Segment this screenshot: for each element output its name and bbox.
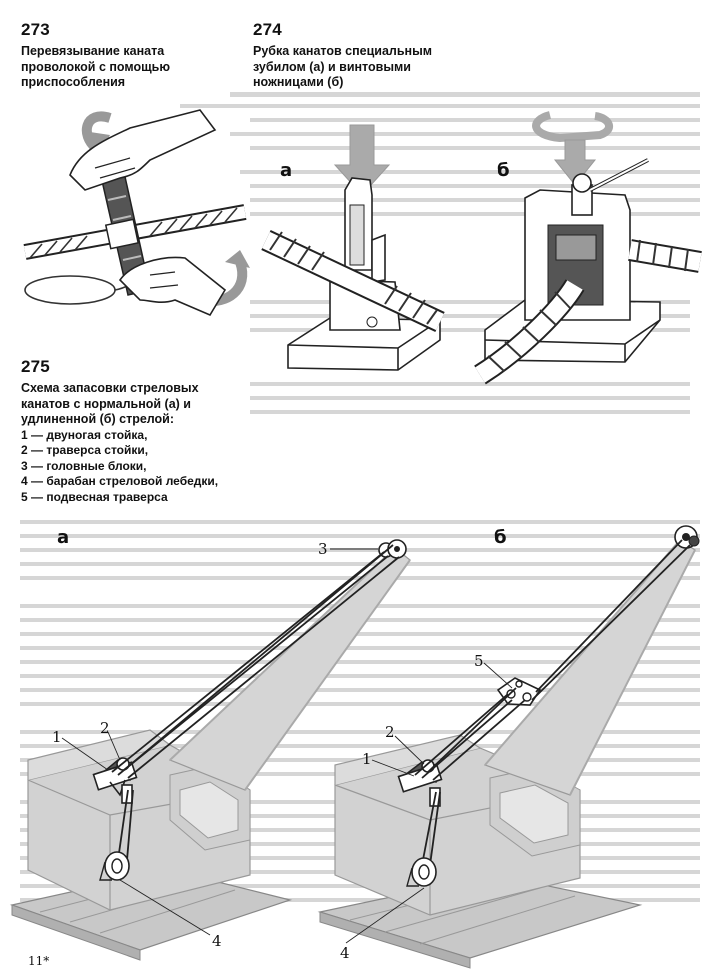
callout-1-a: 1	[52, 728, 62, 746]
fig273-caption: Перевязывание каната проволокой с помощь…	[21, 44, 171, 89]
crane-b: 1 2 5 4	[317, 525, 700, 969]
callout-4-b: 4	[340, 944, 350, 962]
legend-item: 3 — головные блоки,	[21, 458, 147, 473]
fig274-label-a: а	[280, 160, 293, 181]
down-arrow-icon	[553, 139, 597, 186]
callout-4-a: 4	[212, 932, 222, 950]
down-arrow-icon	[333, 124, 391, 196]
rotation-arrow-icon	[532, 111, 613, 143]
callout-2-b: 2	[385, 723, 395, 741]
fig275-label-b: б	[494, 527, 507, 548]
screw-shears-assembly	[474, 111, 702, 385]
fig274-label-b: б	[497, 160, 510, 181]
fig275-number: 275	[21, 357, 50, 376]
fig275-caption: Схема запасовки стреловых канатов с норм…	[21, 381, 199, 426]
crane-a: 1 2 4 3	[9, 539, 411, 961]
callout-5: 5	[474, 652, 484, 670]
fig275-legend: 1 — двуногая стойка, 2 — траверса стойки…	[21, 428, 239, 505]
page-number: 11*	[28, 954, 50, 968]
lower-hand	[118, 256, 227, 317]
upper-hand	[69, 109, 217, 191]
callout-2-a: 2	[100, 719, 110, 737]
fig273-number: 273	[21, 20, 50, 39]
legend-item: 2 — траверса стойки,	[21, 443, 149, 458]
legend-item: 4 — барабан стреловой лебедки,	[21, 474, 219, 489]
rotation-arrow-icon	[81, 111, 112, 152]
legend-item: 5 — подвесная траверса	[21, 489, 168, 504]
legend-item: 1 — двуногая стойка,	[21, 428, 148, 442]
fig274-caption: Рубка канатов специальным зубилом (а) и …	[253, 44, 433, 89]
fig275-label-a: а	[57, 527, 70, 548]
callout-1-b: 1	[362, 750, 372, 768]
callout-3: 3	[318, 540, 328, 558]
fig274-number: 274	[253, 20, 282, 39]
chisel-assembly	[261, 124, 445, 371]
